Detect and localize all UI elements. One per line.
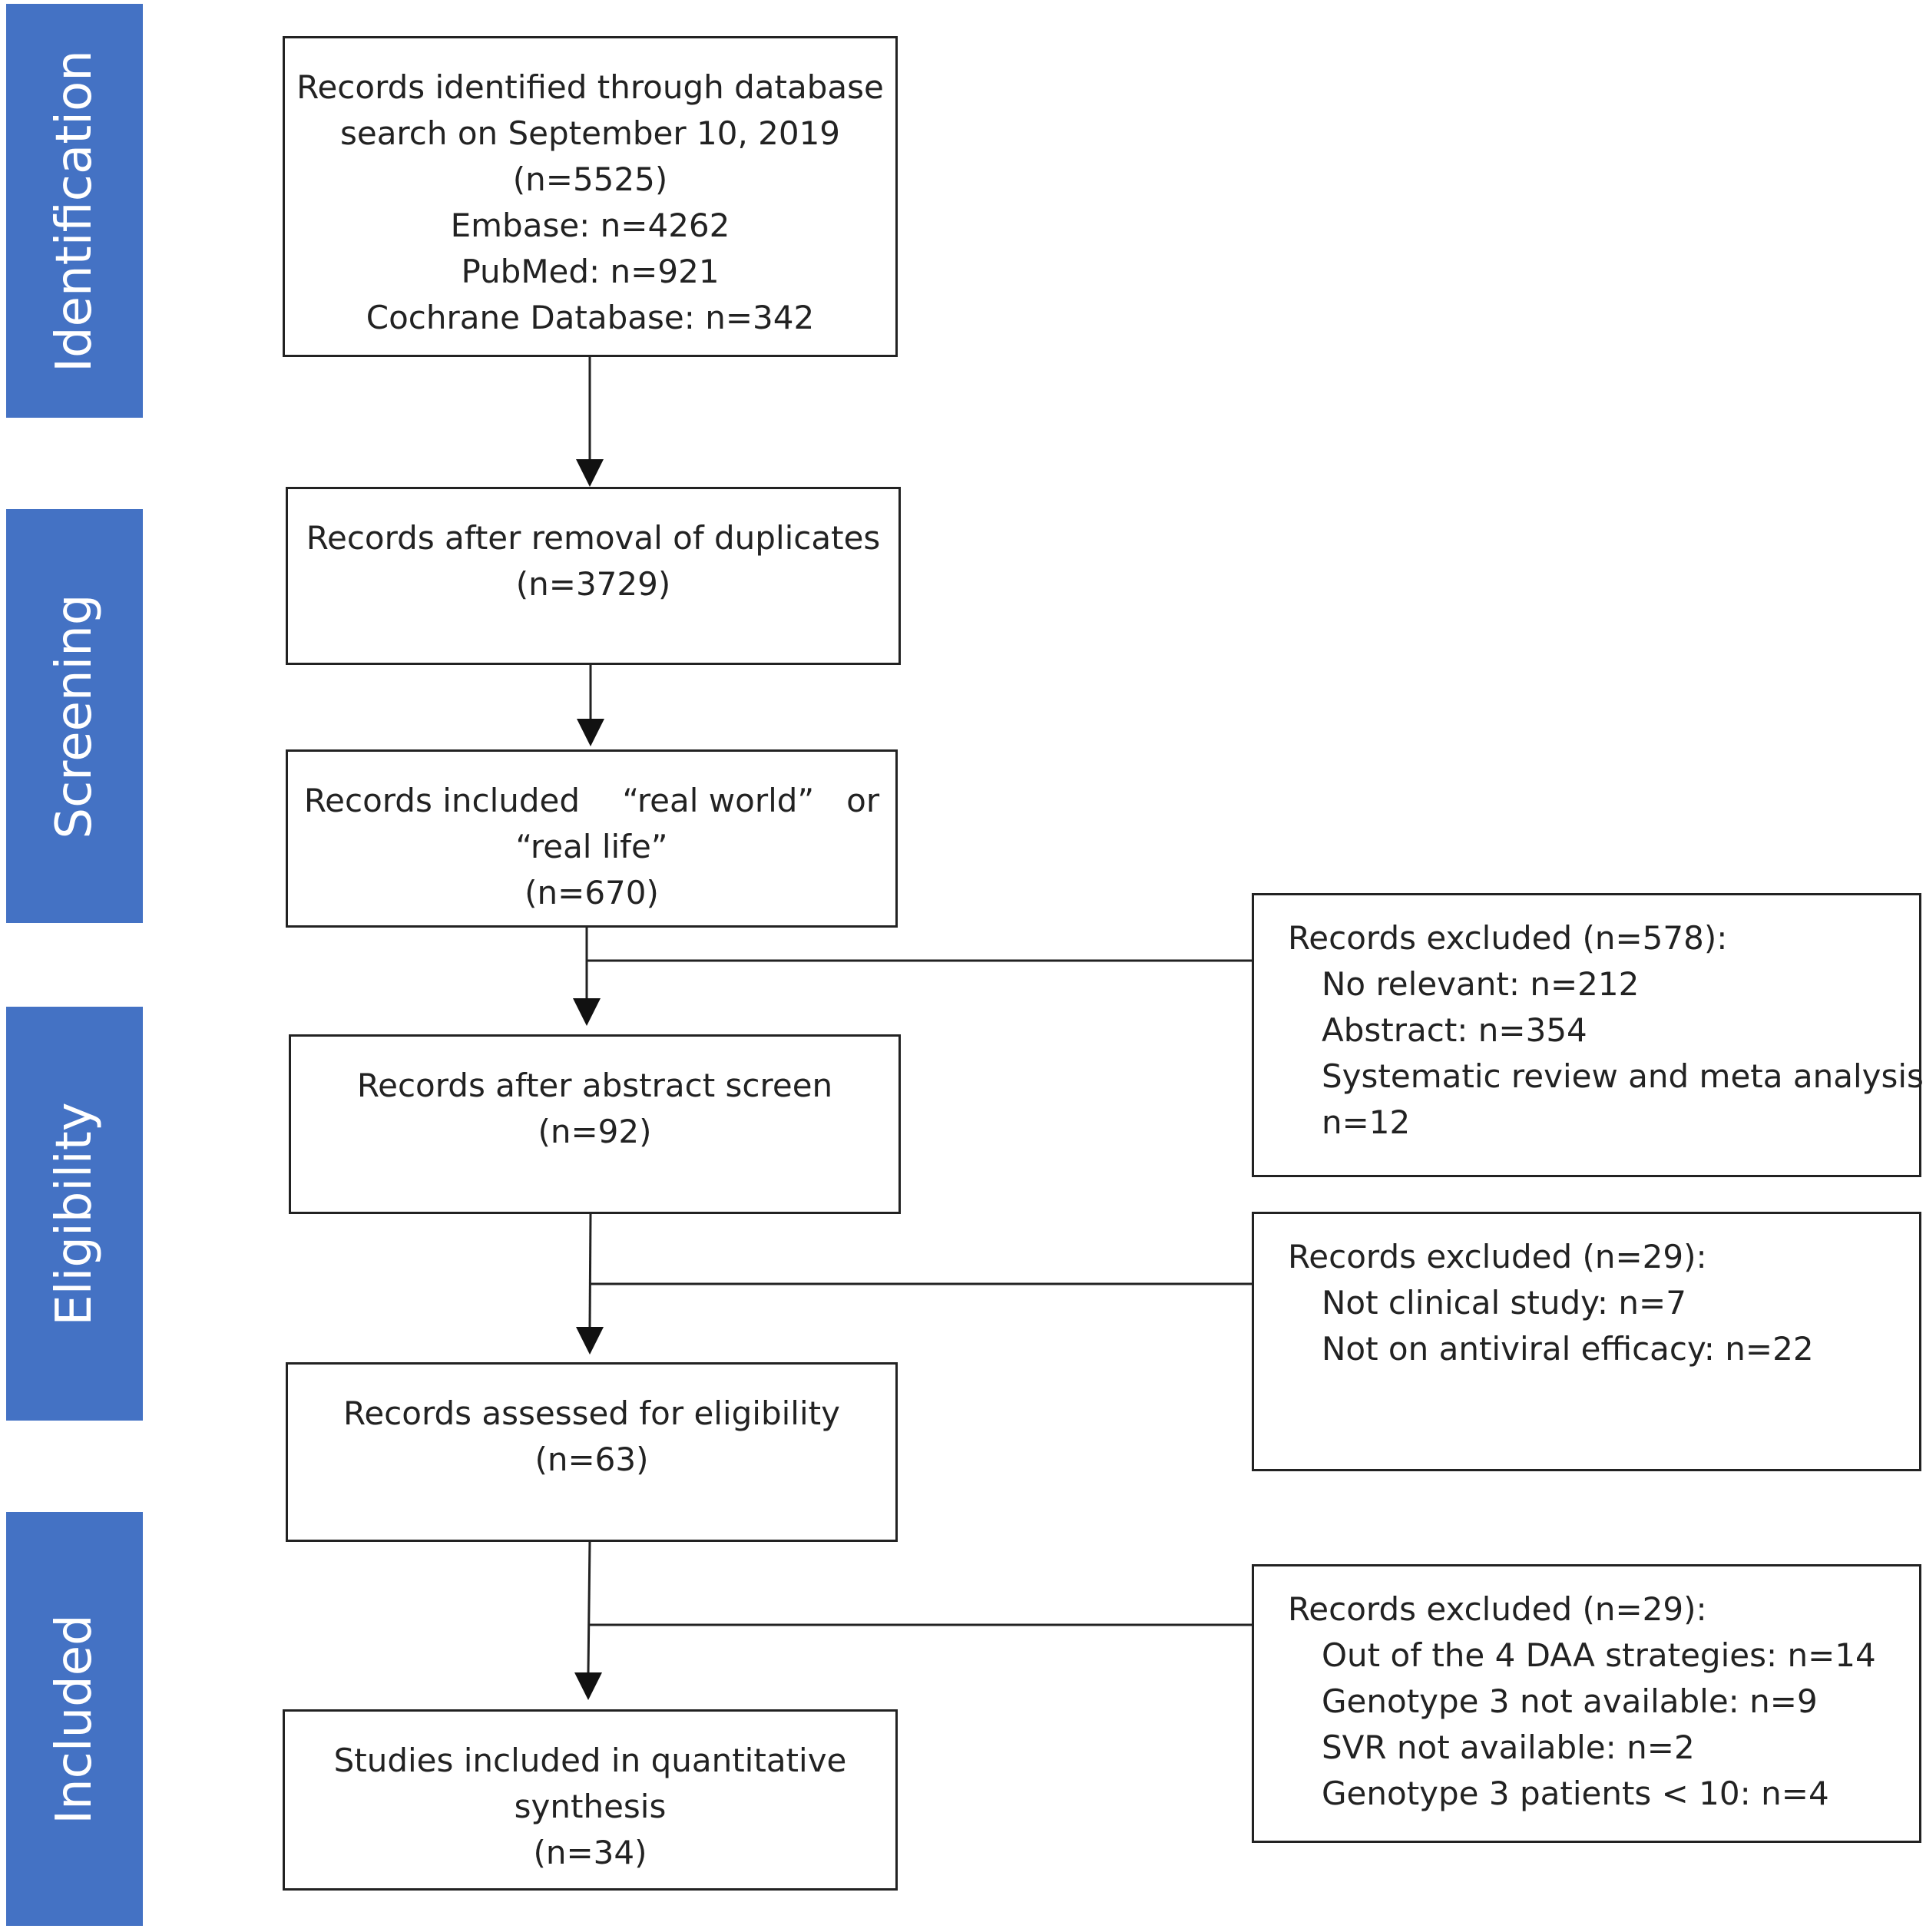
exclusion-item: Not clinical study: n=7 [1322,1284,1686,1322]
box-line: Records identified through database [296,68,884,106]
exclusion-item: SVR not available: n=2 [1322,1729,1695,1766]
box-line: (n=5525) [512,160,668,198]
box-line: Records after removal of duplicates [306,519,881,557]
exclusion-item: Out of the 4 DAA strategies: n=14 [1322,1636,1876,1674]
box-excluded-29-strategies: Records excluded (n=29): Out of the 4 DA… [1252,1564,1921,1843]
stage-included: Included [6,1512,143,1926]
stage-eligibility: Eligibility [6,1007,143,1421]
box-line: Cochrane Database: n=342 [366,299,815,336]
exclusion-item: No relevant: n=212 [1322,965,1640,1003]
box-line: (n=670) [525,874,659,911]
stage-identification: Identification [6,4,143,418]
exclusion-title: Records excluded (n=578): [1288,919,1728,957]
arrowhead [576,1327,604,1355]
box-line: Records after abstract screen [356,1067,833,1104]
exclusion-title: Records excluded (n=29): [1288,1238,1707,1275]
exclusion-item: Genotype 3 not available: n=9 [1322,1682,1818,1720]
arrowhead [574,1672,602,1700]
exclusion-item: Systematic review and meta analysis: [1322,1057,1926,1095]
box-studies-included: Studies included in quantitative synthes… [283,1709,898,1891]
exclusion-item: Not on antiviral efficacy: n=22 [1322,1330,1814,1368]
arrowhead [573,998,601,1026]
box-line: (n=3729) [515,565,671,603]
exclusion-item: Genotype 3 patients < 10: n=4 [1322,1775,1829,1812]
box-excluded-578: Records excluded (n=578): No relevant: n… [1252,893,1926,1177]
arrowhead [576,459,604,487]
exclusion-item: Abstract: n=354 [1322,1011,1587,1049]
box-records-abstract-screen: Records after abstract screen (n=92) [289,1034,901,1214]
box-line: (n=92) [538,1113,652,1150]
box-line: synthesis [514,1788,667,1825]
box-line: (n=34) [533,1834,647,1871]
box-line: (n=63) [534,1441,649,1478]
box-records-assessed: Records assessed for eligibility (n=63) [286,1362,898,1542]
connector-line [588,1212,592,1328]
box-line: Records assessed for eligibility [343,1394,840,1432]
box-excluded-29-clinical: Records excluded (n=29): Not clinical st… [1252,1212,1921,1471]
box-records-dedup: Records after removal of duplicates (n=3… [286,487,901,665]
exclusion-item: n=12 [1322,1103,1411,1141]
box-line: Studies included in quantitative [333,1742,847,1779]
stage-screening: Screening [6,509,143,923]
box-records-identified: Records identified through database sear… [283,36,898,357]
box-records-real-world: Records included “real world” or “real l… [286,749,898,928]
arrowhead [577,719,604,746]
box-line: search on September 10, 2019 [339,114,841,152]
box-line: PubMed: n=921 [461,253,720,290]
box-line: Embase: n=4262 [450,207,730,244]
box-line: “real life” [515,828,668,865]
exclusion-title: Records excluded (n=29): [1288,1590,1707,1628]
box-line: Records included “real world” or [303,782,880,819]
connector-line [587,1540,591,1673]
